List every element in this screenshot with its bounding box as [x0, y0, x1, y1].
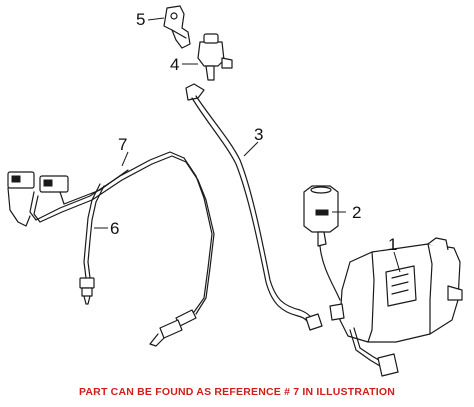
part-1-evap-canister: [329, 237, 463, 377]
part-3-vapor-line: [185, 83, 323, 331]
part-2-filter: [303, 185, 341, 301]
part-4-purge-valve: [197, 33, 233, 81]
callout-7: 7: [118, 135, 127, 154]
part-5-bracket: [163, 5, 191, 49]
callout-5: 5: [136, 10, 145, 29]
callout-1: 1: [388, 235, 397, 254]
callout-2: 2: [352, 203, 361, 222]
callout-4: 4: [170, 55, 179, 74]
callout-3: 3: [254, 125, 263, 144]
callout-6: 6: [110, 219, 119, 238]
reference-caption: PART CAN BE FOUND AS REFERENCE # 7 IN IL…: [78, 386, 396, 398]
part-6-oxygen-sensor: [79, 183, 105, 305]
leader-lines: [94, 17, 401, 273]
part-7-wiring-harness: [7, 151, 215, 347]
